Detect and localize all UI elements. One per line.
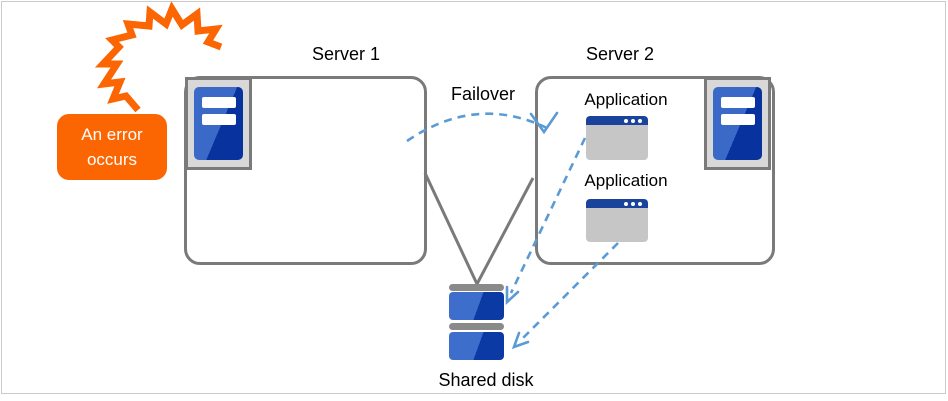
app2-disk-arrowhead	[511, 331, 530, 350]
server-slot-icon	[721, 97, 755, 108]
window-dot-icon	[624, 201, 628, 206]
window-dot-icon	[624, 118, 628, 123]
server2-tower-icon	[704, 77, 771, 170]
application-window-body	[586, 125, 648, 160]
server2-label: Server 2	[585, 44, 655, 64]
server2-tower-body	[713, 87, 762, 160]
failover-arrowhead	[529, 111, 559, 135]
disk-platter	[449, 332, 504, 360]
application1-label: Application	[584, 90, 668, 109]
window-dot-icon	[631, 118, 635, 123]
window-dot-icon	[638, 201, 642, 206]
application-titlebar	[586, 116, 648, 125]
server1-box	[184, 76, 427, 265]
server-slot-icon	[202, 97, 236, 108]
server2-disk-link-line	[475, 177, 535, 285]
app1-disk-arrow	[509, 137, 587, 294]
window-dot-icon	[631, 201, 635, 206]
server-slot-icon	[202, 114, 236, 125]
window-dot-icon	[638, 118, 642, 123]
application2-window-icon	[586, 199, 648, 242]
error-callout: An error occurs	[57, 114, 167, 180]
disk-cap	[449, 284, 504, 291]
application2-label: Application	[584, 171, 668, 190]
application1-window-icon	[586, 116, 648, 160]
failover-label: Failover	[450, 84, 516, 104]
shared-disk-label: Shared disk	[438, 370, 534, 390]
failover-arrow-curve	[406, 112, 548, 143]
app2-disk-arrow	[518, 242, 619, 343]
shared-disk-icon	[449, 283, 504, 360]
disk-platter	[449, 292, 504, 320]
server-slot-icon	[721, 114, 755, 125]
error-flash-icon	[94, 1, 223, 113]
server1-disk-link-line	[423, 172, 479, 285]
server1-tower-icon	[185, 77, 252, 170]
server1-tower-body	[194, 87, 243, 160]
application-window-body	[586, 208, 648, 242]
app1-disk-arrowhead	[505, 285, 520, 305]
application-titlebar	[586, 199, 648, 208]
server1-label: Server 1	[311, 44, 381, 64]
disk-cap	[449, 323, 504, 330]
